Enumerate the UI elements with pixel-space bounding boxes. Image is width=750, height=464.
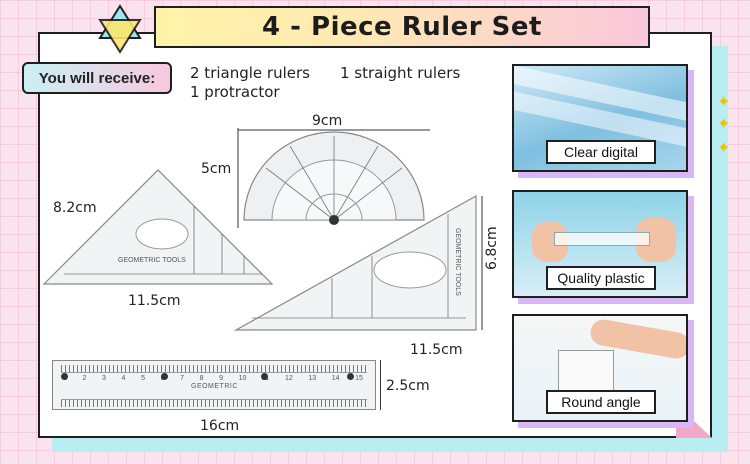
sparkle-icon: ✦: [717, 94, 731, 111]
receive-item-protractor: 1 protractor: [190, 83, 280, 101]
feature-label-clear-digital: Clear digital: [546, 140, 656, 164]
page-title: 4 - Piece Ruler Set: [262, 12, 542, 42]
ruler-hole-icon: [161, 373, 168, 380]
triangle-ruler-small-image: GEOMETRIC TOOLS: [42, 169, 274, 285]
triangle-large-brand: GEOMETRIC TOOLS: [454, 228, 461, 296]
receive-badge: You will receive:: [22, 62, 172, 94]
ruler-hole-icon: [61, 373, 68, 380]
triangle-small-base-label: 11.5cm: [128, 293, 181, 309]
straight-ruler-brand: GEOMETRIC: [191, 383, 238, 390]
triangle-large-height-label: 6.8cm: [484, 226, 500, 270]
feature-card-clear-digital: Clear digital: [512, 64, 688, 172]
straight-ruler-ticks: [61, 365, 367, 373]
feature-label-quality-plastic: Quality plastic: [546, 266, 656, 290]
triangle-small-brand: GEOMETRIC TOOLS: [118, 257, 186, 264]
straight-height-line: [380, 360, 381, 410]
feature-card-quality-plastic: Quality plastic: [512, 190, 688, 298]
receive-label: You will receive:: [38, 69, 156, 87]
protractor-height-label: 5cm: [201, 161, 232, 177]
straight-ruler-image: 123456789101112131415 GEOMETRIC: [52, 360, 376, 410]
ruler-hole-icon: [261, 373, 268, 380]
straight-ruler-numbers: 123456789101112131415: [63, 375, 363, 382]
ruler-hole-icon: [347, 373, 354, 380]
triangle-large-base-label: 11.5cm: [410, 342, 463, 358]
straight-length-label: 16cm: [200, 418, 240, 434]
bent-ruler: [554, 232, 650, 246]
triangle-small-side-label: 8.2cm: [53, 200, 97, 216]
sparkle-icon: ✦: [717, 140, 731, 157]
sparkle-icon: ✦: [717, 116, 731, 133]
triangle-logo-icon: [98, 4, 142, 54]
title-banner: 4 - Piece Ruler Set: [154, 6, 650, 48]
straight-height-label: 2.5cm: [386, 378, 430, 394]
receive-item-triangle: 2 triangle rulers: [190, 64, 310, 82]
protractor-image: [237, 128, 430, 228]
protractor-width-label: 9cm: [312, 113, 343, 129]
triangle-ruler-large-image: GEOMETRIC TOOLS: [233, 194, 483, 331]
feature-label-round-angle: Round angle: [546, 390, 656, 414]
receive-item-straight: 1 straight rulers: [340, 64, 461, 82]
feature-card-round-angle: Round angle: [512, 314, 688, 422]
straight-ruler-ticks-bottom: [61, 399, 367, 407]
